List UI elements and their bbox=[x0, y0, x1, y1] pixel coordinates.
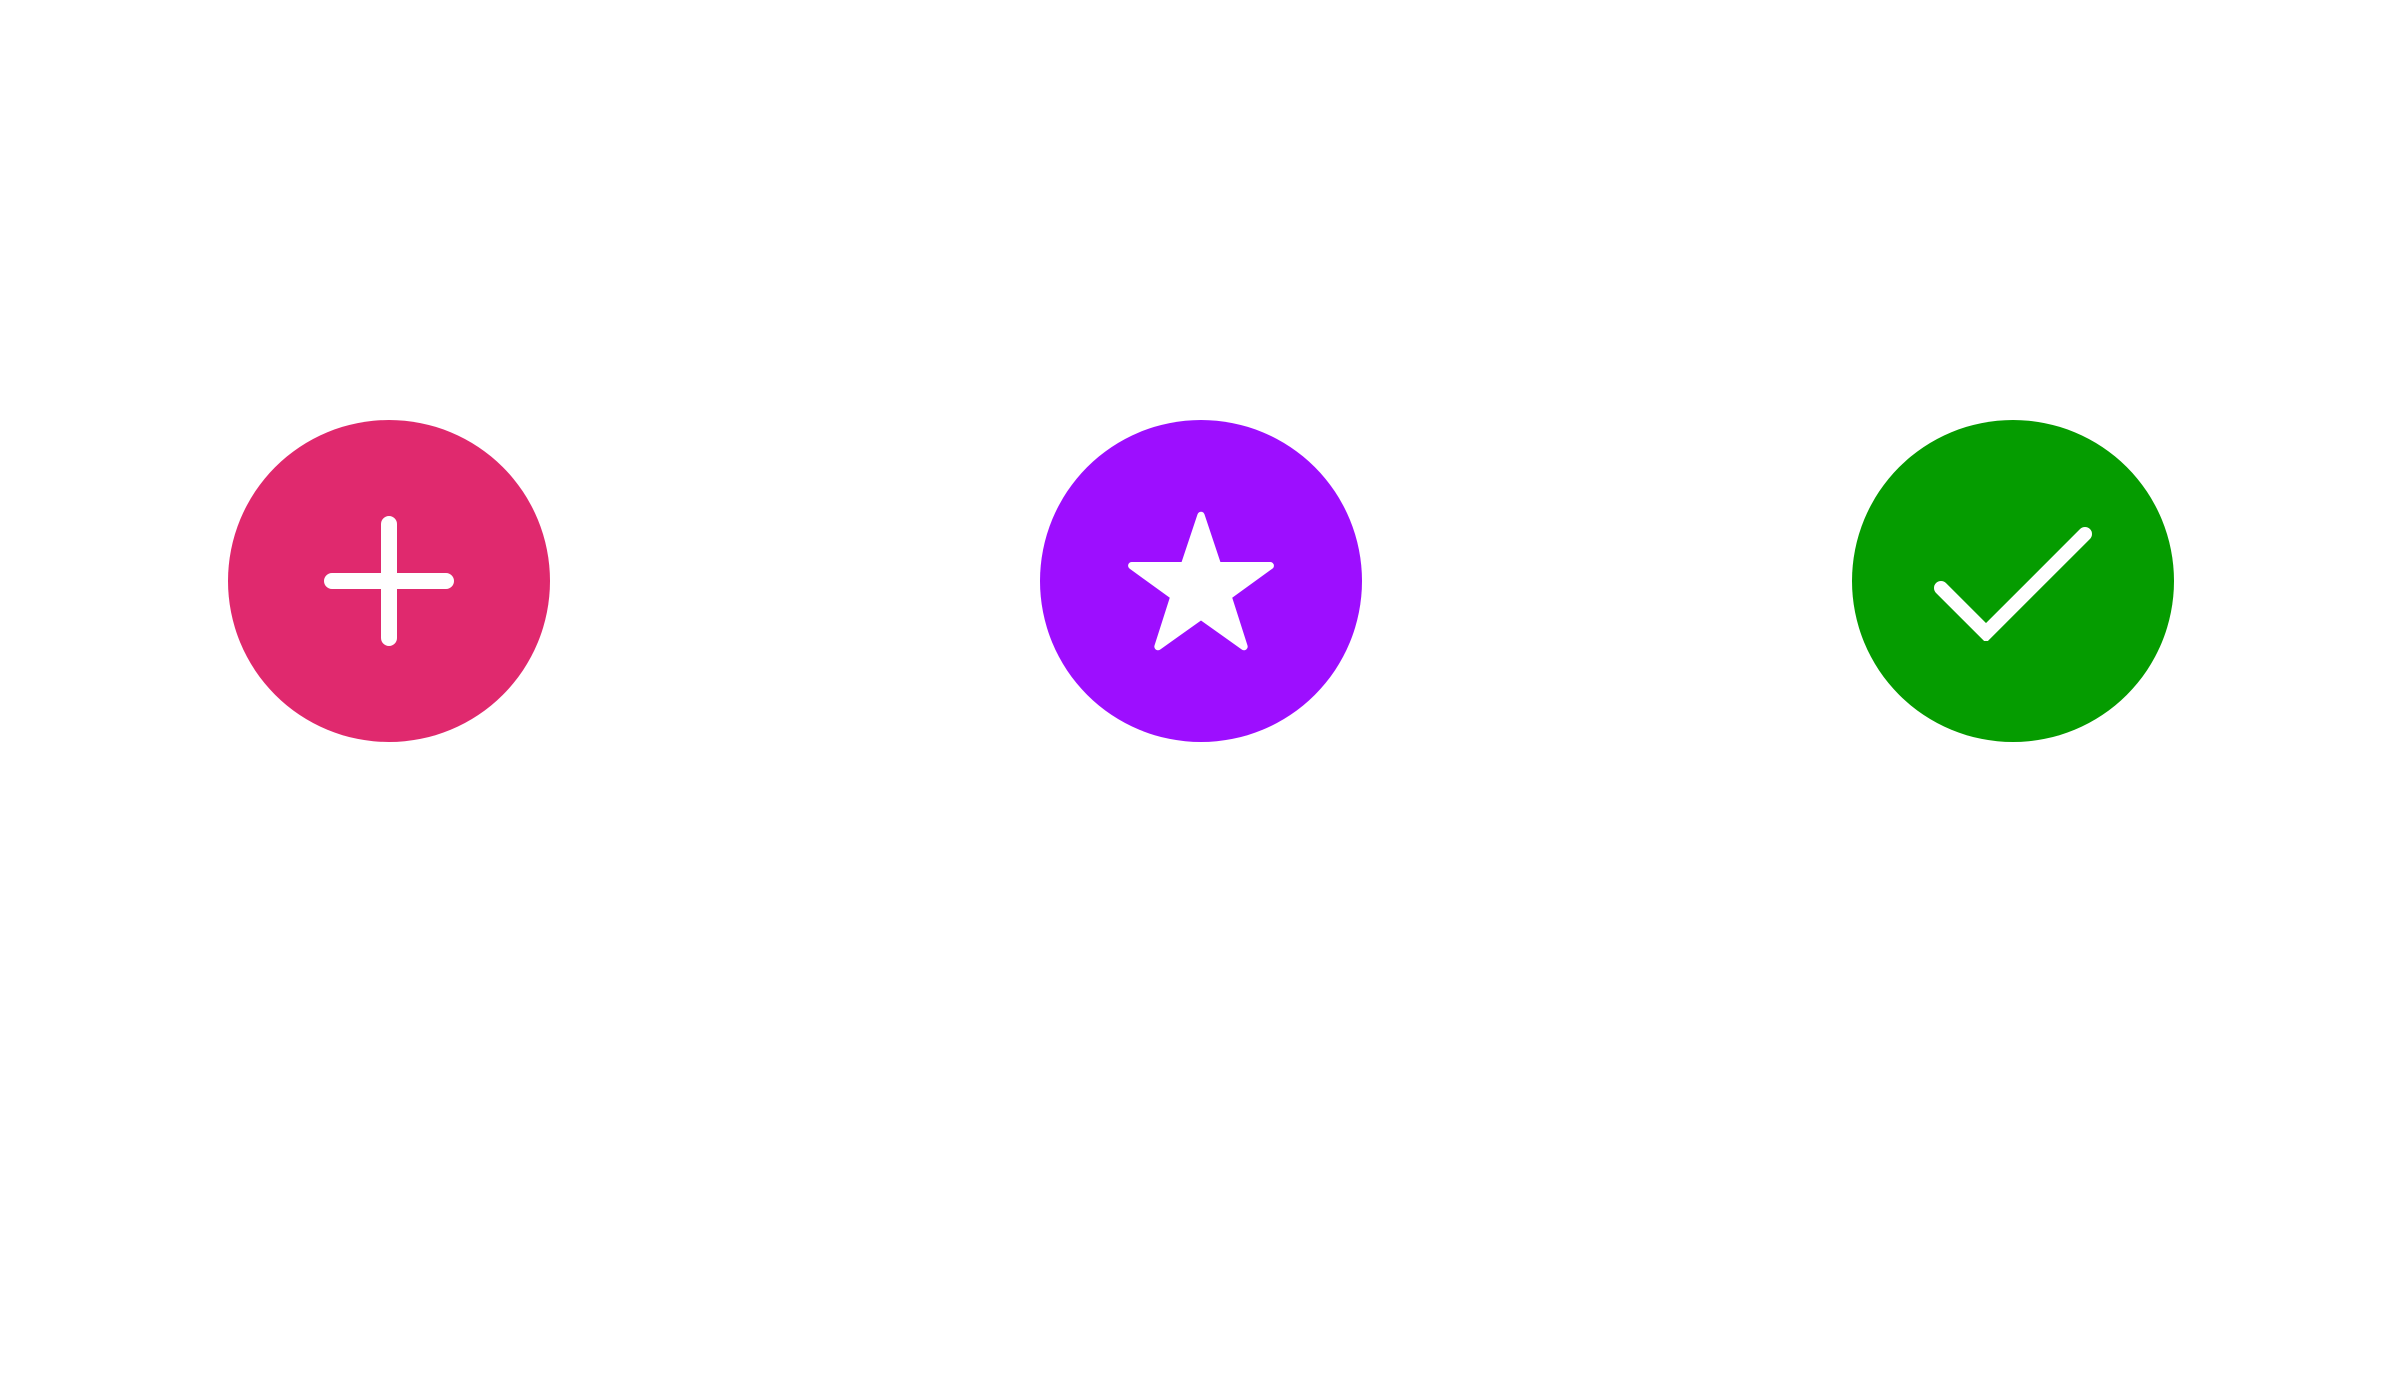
check-icon bbox=[1928, 521, 2098, 641]
favorite-button[interactable] bbox=[1040, 420, 1362, 742]
add-button[interactable] bbox=[228, 420, 550, 742]
confirm-button[interactable] bbox=[1852, 420, 2174, 742]
star-icon bbox=[1128, 511, 1274, 651]
plus-icon bbox=[324, 516, 454, 646]
